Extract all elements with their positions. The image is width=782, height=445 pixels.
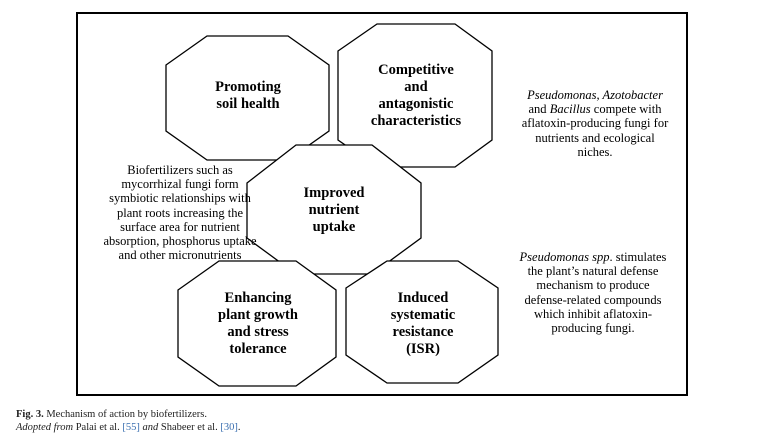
label-isr: Induced systematic resistance (ISR) xyxy=(390,290,456,357)
hexagon-nutrient-uptake xyxy=(246,144,422,275)
hexagon-plant-growth xyxy=(177,260,337,387)
note-nutrient: Biofertilizers such as mycorrhizal fungi… xyxy=(103,163,257,263)
label-nutrient-uptake: Improved nutrient uptake xyxy=(303,184,365,235)
label-soil-health: Promoting soil health xyxy=(215,79,281,112)
caption-title: Fig. 3. Mechanism of action by biofertil… xyxy=(16,409,208,420)
note-isr: Pseudomonas spp. stimulates the plant’s … xyxy=(519,250,667,336)
hexagon-isr xyxy=(345,260,499,384)
reference-link-55[interactable]: [55] xyxy=(122,422,140,433)
label-competitive: Competitive and antagonistic characteris… xyxy=(370,62,462,129)
diagram-frame xyxy=(76,12,688,396)
reference-link-30[interactable]: [30] xyxy=(220,422,238,433)
label-plant-growth: Enhancing plant growth and stress tolera… xyxy=(218,290,298,357)
note-competitive: Pseudomonas, Azotobacter and Bacillus co… xyxy=(521,88,669,159)
hexagon-soil-health xyxy=(165,35,330,161)
caption-source: Adopted from Palai et al. [55] and Shabe… xyxy=(16,422,241,433)
figure-caption: Fig. 3. Mechanism of action by biofertil… xyxy=(16,408,240,434)
